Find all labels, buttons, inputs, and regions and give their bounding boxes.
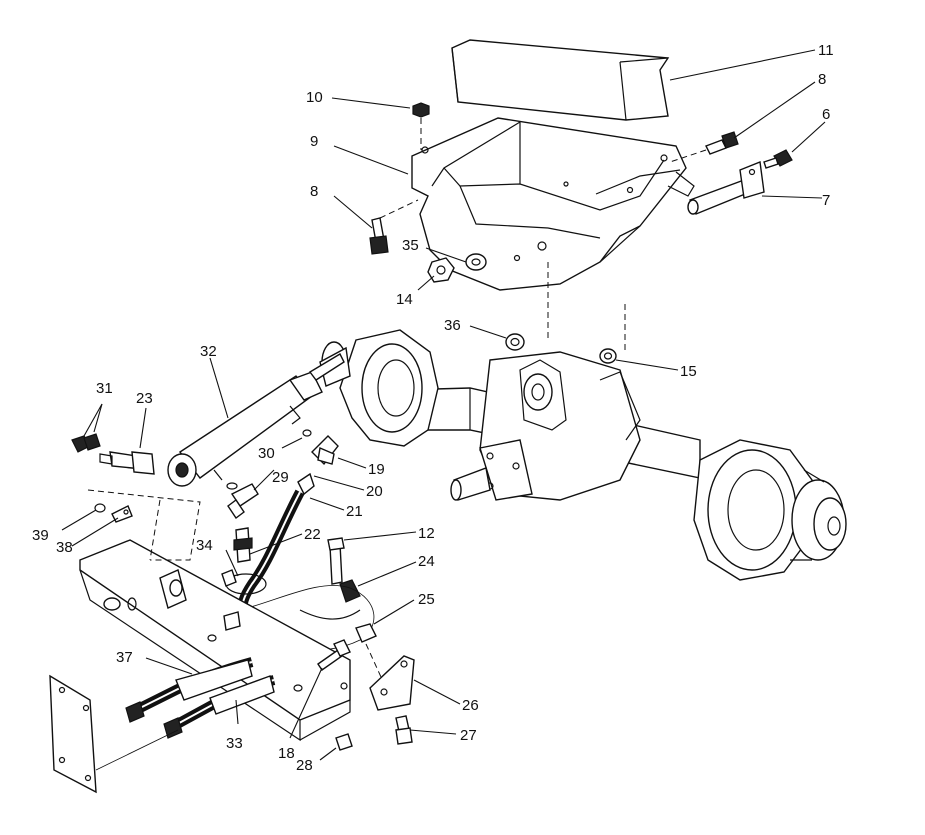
part-32-cylinder [167, 353, 345, 487]
part-34-hose-clamp [221, 569, 267, 595]
part-31-nuts [71, 433, 101, 453]
part-35-washer [465, 253, 487, 271]
callout-21: 21 [346, 503, 363, 520]
callout-14: 14 [396, 291, 413, 308]
part-9-tray [411, 117, 695, 291]
callout-7: 7 [822, 192, 830, 209]
callout-34: 34 [196, 537, 213, 554]
part-7-pivot-pin [687, 161, 765, 215]
callout-23: 23 [136, 390, 153, 407]
part-6-bolt [763, 149, 793, 169]
callout-33: 33 [226, 735, 243, 752]
callout-11: 11 [818, 42, 834, 59]
part-10-nut [412, 102, 430, 150]
callout-36: 36 [444, 317, 461, 334]
part-14-nut [427, 257, 455, 283]
callout-27: 27 [460, 727, 477, 744]
callout-15: 15 [680, 363, 697, 380]
part-8-bolt-left [369, 199, 419, 255]
callout-37: 37 [116, 649, 133, 666]
callout-9: 9 [310, 133, 318, 150]
part-27-bolt [395, 715, 413, 745]
part-36-washer [505, 333, 525, 351]
guide-line-4 [149, 499, 161, 561]
callout-22: 22 [304, 526, 321, 543]
callout-labels: 11 8 6 10 9 7 8 35 14 36 15 32 31 23 30 … [32, 42, 834, 774]
part-8-bolt-upper [669, 131, 739, 163]
part-28-nut [335, 733, 353, 751]
callout-29: 29 [272, 469, 289, 486]
callout-12: 12 [418, 525, 435, 542]
callout-38: 38 [56, 539, 73, 556]
part-11-cover [451, 39, 670, 121]
part-37-33-hoses [125, 657, 276, 739]
callout-10: 10 [306, 89, 323, 106]
part-29-elbow-fitting [227, 483, 259, 520]
callout-8-upper: 8 [818, 71, 826, 88]
part-39-clip [94, 503, 106, 513]
callout-26: 26 [462, 697, 479, 714]
callout-6: 6 [822, 106, 830, 123]
callout-30: 30 [258, 445, 275, 462]
part-26-bracket-plate [369, 655, 415, 711]
callout-28: 28 [296, 757, 313, 774]
callout-8-left: 8 [310, 183, 318, 200]
callout-19: 19 [368, 461, 385, 478]
callout-20: 20 [366, 483, 383, 500]
guide-line-3 [87, 489, 201, 561]
callout-32: 32 [200, 343, 217, 360]
part-18-bolt [317, 639, 351, 671]
part-30-oring [226, 429, 312, 490]
part-22-hose-fitting [233, 527, 253, 563]
callout-31: 31 [96, 380, 113, 397]
callout-35: 35 [402, 237, 419, 254]
access-cover-plate [49, 674, 179, 794]
callout-24: 24 [418, 553, 435, 570]
part-23-clevis [99, 451, 155, 475]
rear-axle-assembly [319, 329, 847, 581]
part-12-bolt [327, 537, 345, 585]
callout-25: 25 [418, 591, 435, 608]
part-15-washer [599, 348, 617, 364]
callout-39: 39 [32, 527, 49, 544]
cylinder-support-bracket [79, 539, 351, 742]
part-19-elbow-fitting [311, 435, 339, 466]
leader-lines [61, 49, 826, 761]
callout-18: 18 [278, 745, 295, 762]
